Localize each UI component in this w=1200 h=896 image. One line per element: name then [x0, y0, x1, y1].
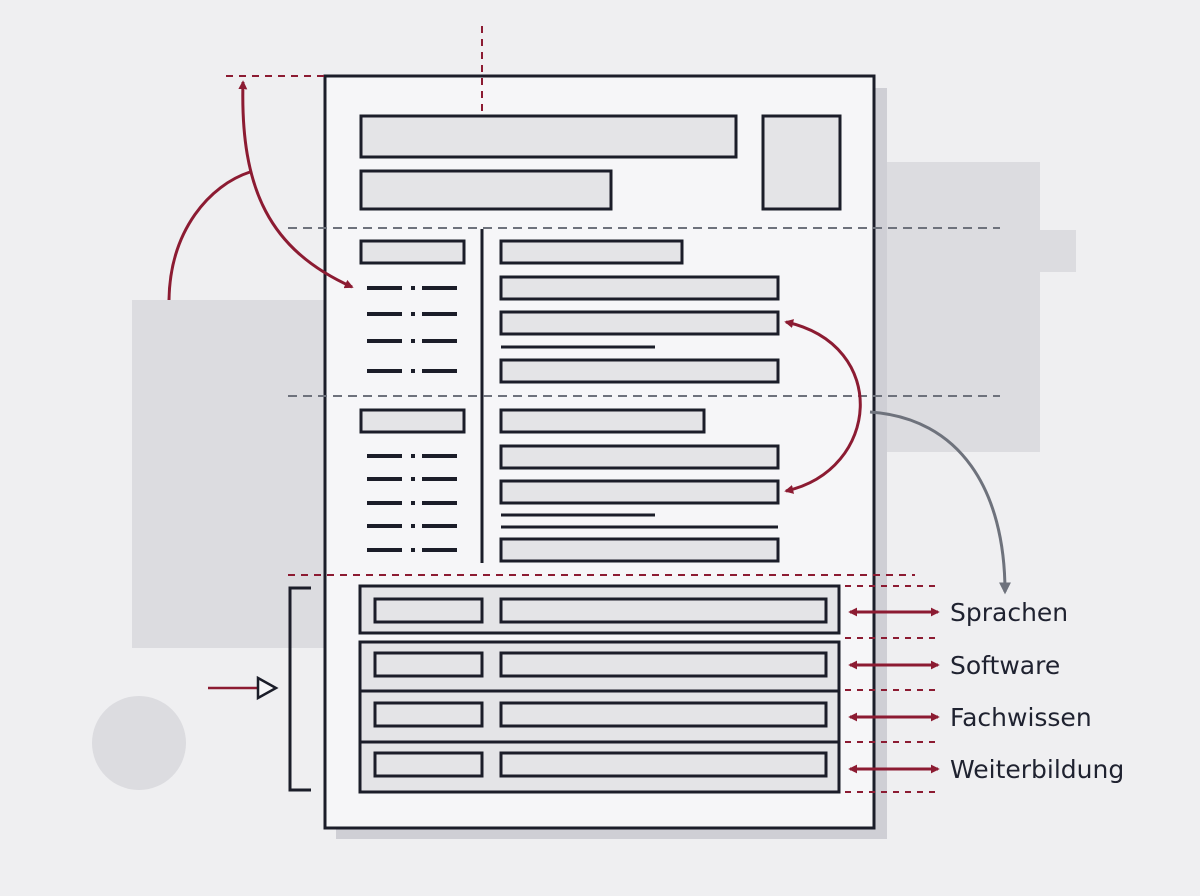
date-column-marks: [367, 454, 457, 552]
accent-arrows: [167, 80, 862, 494]
label-sprachen: Sprachen: [950, 598, 1068, 627]
header-name-field: [359, 114, 738, 159]
content-field: [499, 358, 780, 384]
section-heading-right: [499, 239, 684, 265]
skill-value-field: [499, 701, 828, 728]
skill-key-field: [373, 597, 484, 624]
section-heading-left: [359, 239, 466, 265]
double-headed-arrow-icon: [784, 319, 862, 494]
photo-placeholder: [761, 114, 842, 211]
skill-key-field: [373, 751, 484, 778]
skill-key-field: [373, 701, 484, 728]
skill-key-field: [373, 651, 484, 678]
backdrop-circle: [92, 696, 186, 790]
section-heading-left: [359, 408, 466, 434]
double-headed-arrow-icon: [238, 80, 354, 289]
backdrop-rect-left: [132, 300, 332, 648]
skill-value-field: [499, 751, 828, 778]
content-field: [499, 310, 780, 336]
label-arrows: [848, 607, 940, 774]
content-field: [499, 444, 780, 470]
backdrop-rect-tab: [1000, 230, 1076, 272]
backdrop-rect-right: [872, 162, 1040, 452]
date-column-marks: [367, 286, 457, 373]
label-weiterbildung: Weiterbildung: [950, 755, 1124, 784]
skill-value-field: [499, 651, 828, 678]
cv-header: [359, 114, 842, 211]
skills-bracket: [288, 586, 311, 792]
cv-section-2: [359, 408, 780, 563]
content-field: [499, 537, 780, 563]
skill-value-field: [499, 597, 828, 624]
section-labels: Sprachen Software Fachwissen Weiterbildu…: [950, 598, 1124, 784]
cv-section-1: [359, 239, 780, 384]
content-field: [499, 479, 780, 505]
pointer-arrow-icon: [208, 675, 279, 701]
skills-block: [358, 584, 841, 794]
label-software: Software: [950, 651, 1060, 680]
guide-lines: [226, 26, 1000, 793]
curved-arrow-icon: [869, 410, 1011, 595]
label-fachwissen: Fachwissen: [950, 703, 1092, 732]
curve-left-branch: [167, 170, 251, 301]
section-heading-right: [499, 408, 706, 434]
header-contact-field: [359, 169, 613, 211]
backdrop-shapes: [92, 162, 1076, 790]
content-field: [499, 275, 780, 301]
